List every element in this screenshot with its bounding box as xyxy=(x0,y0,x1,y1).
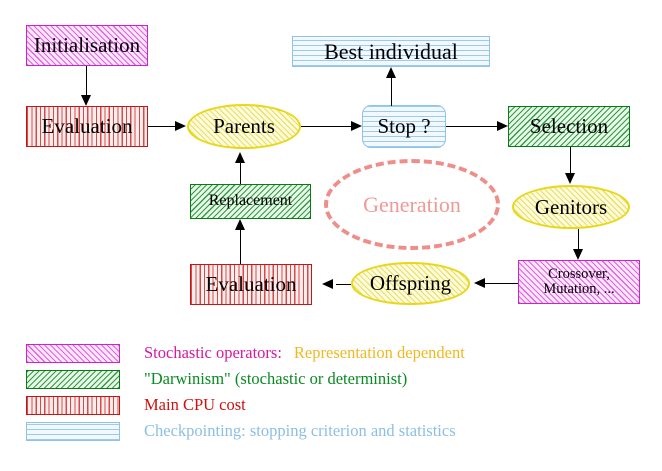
node-selection-label: Selection xyxy=(529,114,609,139)
edge-evaluation-to-replacement xyxy=(240,230,242,264)
edge-evaluation-to-parents xyxy=(148,126,176,128)
edge-initialisation-to-evaluation-arrowhead xyxy=(80,95,91,106)
node-crossover-mutation[interactable]: Crossover, Mutation, ... xyxy=(518,260,640,304)
edge-stop-to-best-individual-arrowhead xyxy=(385,67,396,78)
node-best-individual[interactable]: Best individual xyxy=(292,36,490,67)
edge-evaluation-to-replacement-arrowhead xyxy=(234,219,245,230)
legend-row-darwinism: "Darwinism" (stochastic or determinist) xyxy=(26,368,407,390)
node-offspring-label: Offspring xyxy=(369,271,452,296)
node-crossover-mutation-label-line1: Crossover, xyxy=(548,265,610,282)
edge-evaluation-to-parents-arrowhead xyxy=(175,120,186,131)
node-offspring[interactable]: Offspring xyxy=(351,262,470,305)
edge-replacement-to-parents-arrowhead xyxy=(234,152,245,163)
node-stop[interactable]: Stop ? xyxy=(362,105,446,148)
edge-initialisation-to-evaluation xyxy=(86,66,88,96)
edge-stop-to-selection-arrowhead xyxy=(497,120,508,131)
edge-selection-to-genitors xyxy=(570,147,572,174)
node-selection[interactable]: Selection xyxy=(508,106,630,147)
node-genitors[interactable]: Genitors xyxy=(512,185,630,229)
node-evaluation-bottom[interactable]: Evaluation xyxy=(190,264,312,305)
legend-label-checkpointing: Checkpointing: stopping criterion and st… xyxy=(144,421,456,440)
edge-offspring-to-evaluation xyxy=(336,284,351,286)
node-crossover-mutation-label-line2: Mutation, ... xyxy=(543,281,615,297)
edge-parents-to-stop-arrowhead xyxy=(351,120,362,131)
legend-row-checkpointing: Checkpointing: stopping criterion and st… xyxy=(26,420,456,442)
node-evaluation-top-label: Evaluation xyxy=(41,114,133,139)
node-initialisation[interactable]: Initialisation xyxy=(26,25,148,66)
legend-label-stochastic-text: Stochastic operators: xyxy=(144,343,282,362)
legend-label-cpu: Main CPU cost xyxy=(144,395,246,414)
legend-row-stochastic: Stochastic operators: Representation depe… xyxy=(26,342,465,364)
edge-offspring-to-evaluation-arrowhead xyxy=(322,278,333,289)
node-initialisation-label: Initialisation xyxy=(33,33,141,58)
edge-selection-to-genitors-arrowhead xyxy=(564,173,575,184)
edge-genitors-to-crossover xyxy=(578,229,580,250)
legend-label-stochastic: Stochastic operators: Representation depe… xyxy=(144,343,465,363)
node-replacement-label: Replacement xyxy=(208,192,293,210)
node-generation: Generation xyxy=(324,159,500,250)
node-evaluation-bottom-label: Evaluation xyxy=(205,272,297,297)
edge-stop-to-best-individual xyxy=(391,78,393,106)
node-evaluation-top[interactable]: Evaluation xyxy=(26,106,148,147)
edge-genitors-to-crossover-arrowhead xyxy=(572,249,583,260)
legend-swatch-checkpointing-icon xyxy=(26,421,120,441)
node-parents-label: Parents xyxy=(213,114,275,139)
edge-crossover-to-offspring xyxy=(485,283,518,285)
edge-replacement-to-parents xyxy=(240,163,242,184)
node-stop-label: Stop ? xyxy=(377,114,431,139)
legend-row-cpu: Main CPU cost xyxy=(26,394,246,416)
legend-label-darwinism: "Darwinism" (stochastic or determinist) xyxy=(144,369,408,388)
edge-crossover-to-offspring-arrowhead xyxy=(474,277,485,288)
edge-parents-to-stop xyxy=(301,126,352,128)
edge-stop-to-selection xyxy=(446,126,498,128)
node-genitors-label: Genitors xyxy=(534,194,608,219)
legend-swatch-darwinism-icon xyxy=(26,369,120,389)
node-best-individual-label: Best individual xyxy=(324,38,458,64)
node-replacement[interactable]: Replacement xyxy=(190,184,311,219)
legend-label-representation-text: Representation dependent xyxy=(293,343,465,362)
legend-swatch-cpu-icon xyxy=(26,395,120,415)
legend-swatch-stochastic-icon xyxy=(26,343,120,363)
node-parents[interactable]: Parents xyxy=(187,104,301,149)
node-generation-label: Generation xyxy=(363,191,461,217)
